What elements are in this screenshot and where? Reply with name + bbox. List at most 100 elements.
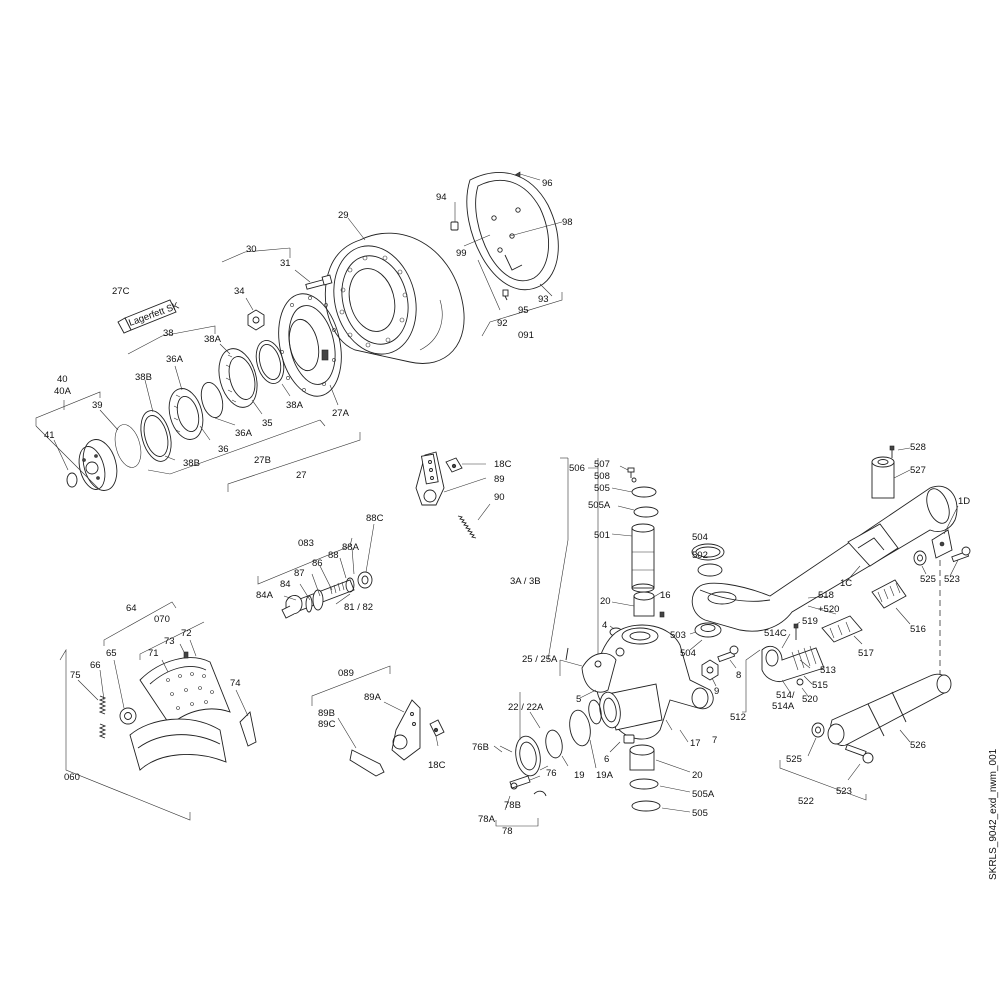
label-89A: 89A — [364, 692, 382, 703]
bearing-outer — [218, 348, 258, 408]
label-36: 36 — [218, 444, 229, 455]
label-96: 96 — [542, 178, 553, 189]
drawing-id: SKRLS_9042_exd_nwm_001 — [988, 748, 999, 880]
label-76B: 76B — [472, 742, 489, 753]
label-88C: 88C — [366, 513, 384, 524]
label-88: 88 — [328, 550, 339, 561]
kingpin-501 — [631, 523, 655, 593]
clamp-516 — [871, 579, 907, 609]
label-36A-top: 36A — [166, 354, 184, 365]
label-74: 74 — [230, 678, 241, 689]
label-4: 4 — [602, 620, 607, 631]
label-1D: 1D — [958, 496, 970, 507]
o-ring-504-top — [691, 543, 725, 561]
label-091: 091 — [518, 330, 534, 341]
label-514A: 514A — [772, 701, 795, 712]
hub-cap-part — [78, 439, 118, 491]
label-516: 516 — [910, 624, 926, 635]
label-41: 41 — [44, 430, 55, 441]
label-504-bot: 504 — [680, 648, 696, 659]
nut-9 — [701, 659, 719, 681]
label-504-top: 504 — [692, 532, 708, 543]
label-514C: 514C — [764, 628, 787, 639]
label-75: 75 — [70, 670, 81, 681]
label-525-bot: 525 — [786, 754, 802, 765]
label-84A: 84A — [256, 590, 274, 601]
label-501: 501 — [594, 530, 610, 541]
bearing-cup-outer — [255, 340, 285, 384]
seal-ring-36A — [200, 381, 224, 419]
label-5: 5 — [576, 694, 581, 705]
label-505A-bot: 505A — [692, 789, 715, 800]
label-29: 29 — [338, 210, 349, 221]
label-513: 513 — [820, 665, 836, 676]
label-18C-top: 18C — [494, 459, 512, 470]
label-71: 71 — [148, 648, 159, 659]
seal-ring-39 — [114, 424, 142, 468]
label-505-bot: 505 — [692, 808, 708, 819]
label-78A: 78A — [478, 814, 496, 825]
dust-shield-part — [466, 172, 559, 291]
label-34: 34 — [234, 286, 245, 297]
bushing-20-bot — [629, 744, 655, 771]
brake-bracket-25 — [581, 652, 617, 693]
seal-ring-19 — [545, 729, 563, 759]
bearing-cup-inner — [140, 410, 172, 462]
label-78: 78 — [502, 826, 513, 837]
label-070: 070 — [154, 614, 170, 625]
roller-65 — [119, 707, 137, 725]
seal-502 — [697, 563, 723, 577]
label-98: 98 — [562, 217, 573, 228]
bushing-20-top — [633, 591, 655, 617]
label-505-top: 505 — [594, 483, 610, 494]
label-514: 514/ — [776, 690, 795, 701]
label-523-top: 523 — [944, 574, 960, 585]
label-31: 31 — [280, 258, 291, 269]
label-88A: 88A — [342, 542, 360, 553]
label-517: 517 — [858, 648, 874, 659]
bolt-523-bot — [845, 744, 874, 764]
steering-knuckle-part — [588, 624, 714, 740]
label-20-bot: 20 — [692, 770, 703, 781]
label-523-bot: 523 — [836, 786, 852, 797]
grease-tube-text: Lagerfett SK — [127, 300, 181, 329]
label-87: 87 — [294, 568, 305, 579]
label-512: 512 — [730, 712, 746, 723]
spring-75 — [98, 695, 107, 739]
label-526: 526 — [910, 740, 926, 751]
label-060: 060 — [64, 772, 80, 783]
slack-adjuster-bot — [391, 699, 421, 761]
label-72: 72 — [181, 628, 192, 639]
label-502: 502 — [692, 550, 708, 561]
label-94: 94 — [436, 192, 447, 203]
label-36A-bot: 36A — [235, 428, 253, 439]
brake-shoe-070 — [139, 657, 231, 726]
label-503: 503 — [670, 630, 686, 641]
label-35: 35 — [262, 418, 273, 429]
part-labels: 96 94 98 99 29 93 95 92 091 30 31 34 27C… — [44, 178, 970, 837]
clamp-517 — [821, 615, 863, 643]
label-78B: 78B — [504, 800, 521, 811]
label-90: 90 — [494, 492, 505, 503]
label-522: 522 — [798, 796, 814, 807]
label-505A-top: 505A — [588, 500, 611, 511]
label-64: 64 — [126, 603, 137, 614]
bolt-8 — [717, 645, 739, 663]
label-38B-bot: 38B — [183, 458, 200, 469]
wheel-bolt-part — [305, 274, 333, 290]
steering-arm-527 — [871, 456, 895, 499]
label-507: 507 — [594, 459, 610, 470]
tie-rod-end-513 — [761, 645, 825, 682]
bolt-523-top — [951, 546, 971, 563]
nut-525-top — [913, 550, 927, 566]
label-8: 8 — [736, 670, 741, 681]
label-27: 27 — [296, 470, 307, 481]
spring-90 — [457, 515, 477, 539]
label-plus-520: +520 — [818, 604, 839, 615]
label-66: 66 — [90, 660, 101, 671]
label-38B-top: 38B — [135, 372, 152, 383]
seal-ring-19A — [569, 709, 591, 747]
label-18C-bot: 18C — [428, 760, 446, 771]
label-1C: 1C — [840, 578, 852, 589]
